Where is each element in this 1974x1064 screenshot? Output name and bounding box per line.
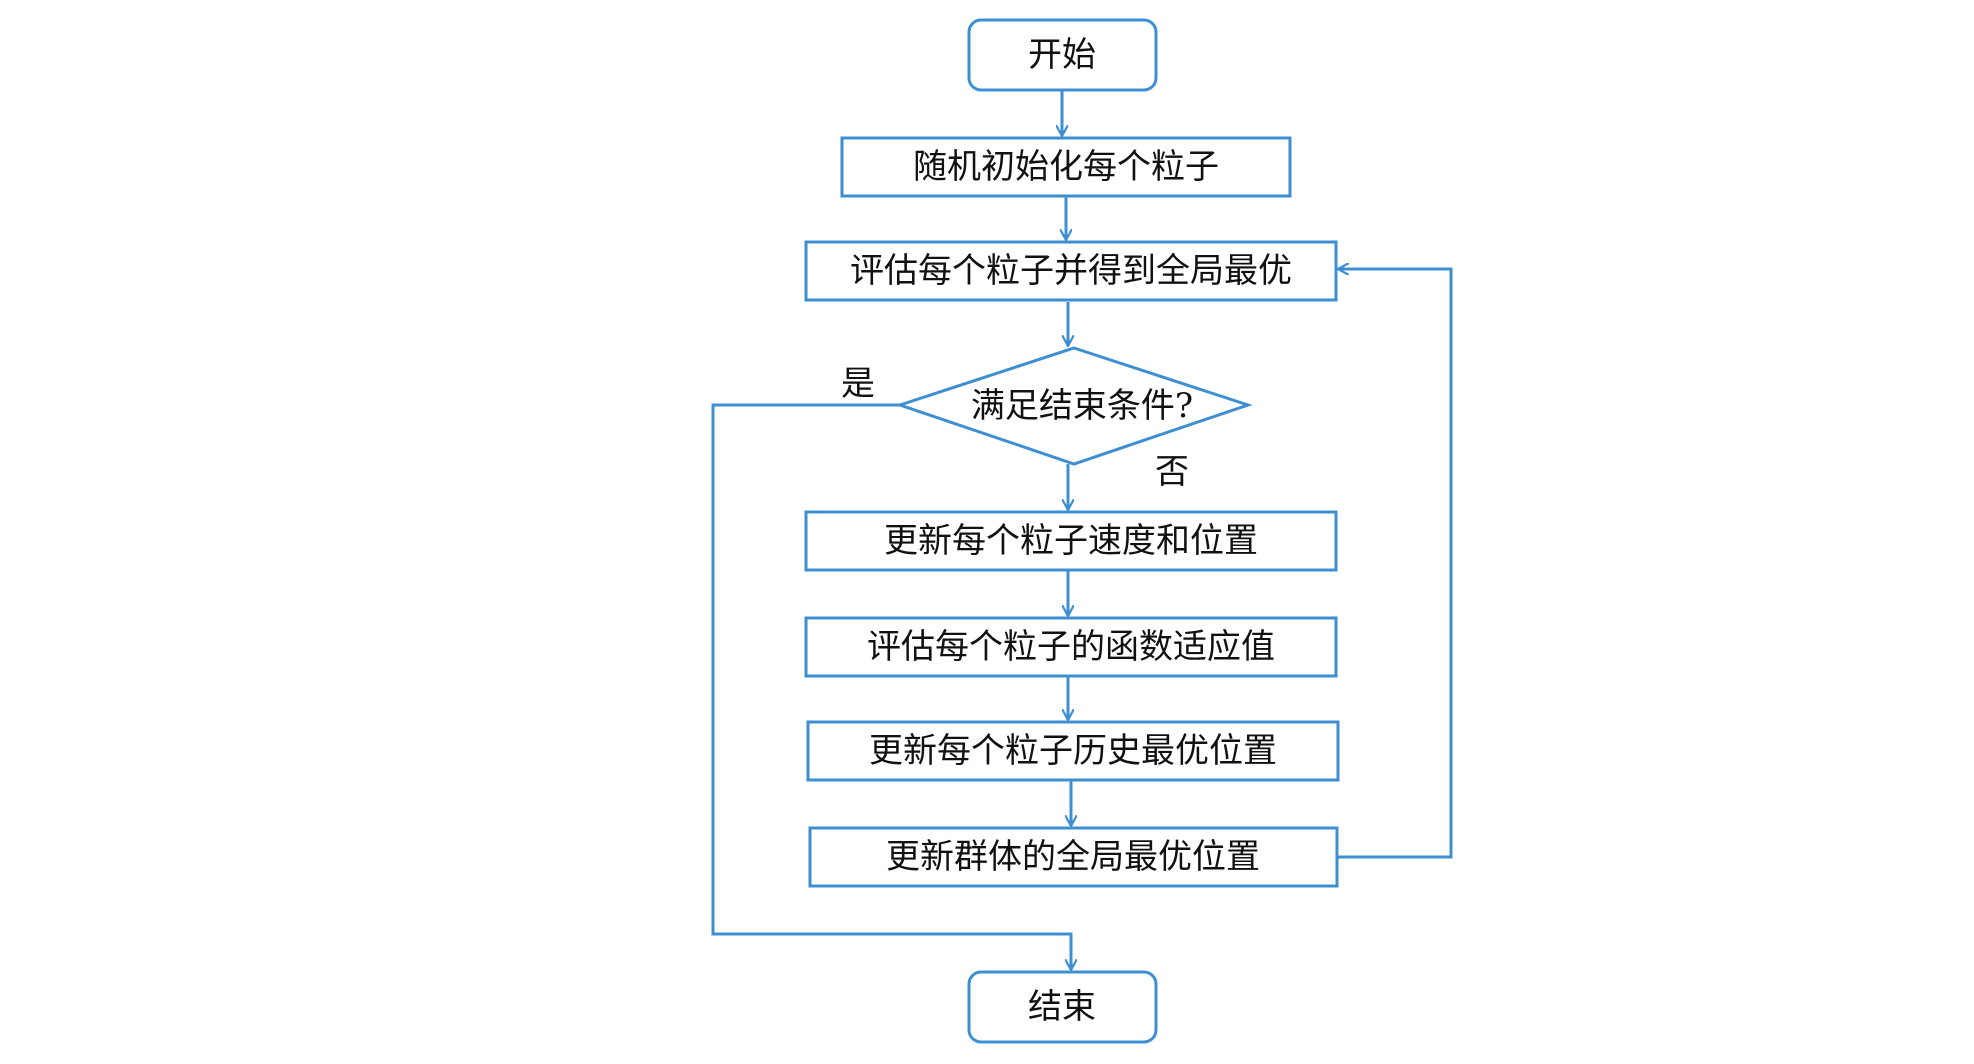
node-evaluate-fitness: 评估每个粒子的函数适应值 [804,616,1338,678]
decision-label: 满足结束条件? [971,386,1193,426]
start-label: 开始 [1028,35,1096,75]
update-global-best-label: 更新群体的全局最优位置 [886,837,1260,877]
evaluate-fitness-label: 评估每个粒子的函数适应值 [867,627,1275,667]
update-personal-best-label: 更新每个粒子历史最优位置 [869,731,1277,771]
node-decision: 满足结束条件? [895,346,1253,466]
node-update-global-best: 更新群体的全局最优位置 [808,826,1339,888]
node-evaluate-global: 评估每个粒子并得到全局最优 [804,240,1338,302]
node-update-personal-best: 更新每个粒子历史最优位置 [806,720,1340,782]
evaluate-global-label: 评估每个粒子并得到全局最优 [850,251,1292,291]
edge-loop-back [1337,269,1453,859]
node-init: 随机初始化每个粒子 [840,136,1292,198]
update-velocity-label: 更新每个粒子速度和位置 [884,521,1258,561]
branch-label-yes: 是 [841,364,875,404]
edge-decision-yes [711,403,1071,970]
node-update-velocity: 更新每个粒子速度和位置 [804,510,1338,572]
node-end: 结束 [967,970,1158,1044]
edges [711,90,1453,970]
branch-label-no: 否 [1155,452,1189,492]
node-start: 开始 [967,18,1158,92]
end-label: 结束 [1028,987,1096,1027]
init-label: 随机初始化每个粒子 [913,147,1219,187]
